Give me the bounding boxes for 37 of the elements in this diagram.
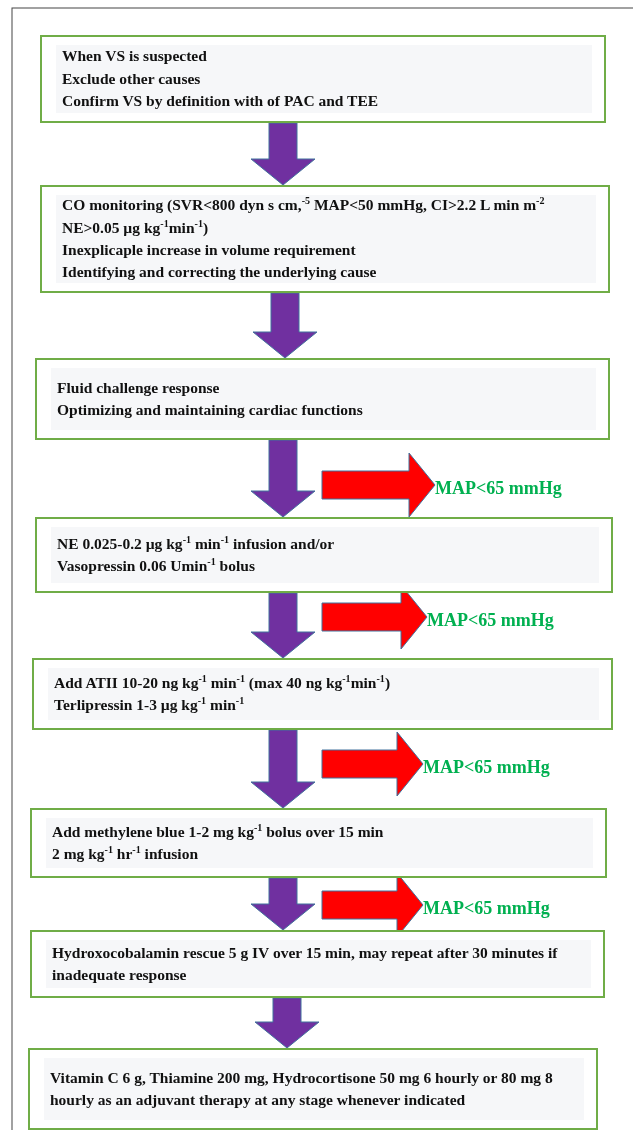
step-text: CO monitoring (SVR<800 dyn s cm,$^{-5}$ MAP<50 mmHg, CI>2.2 L min m$^{-2}$ NE>0.05 µg kg$^{-1}$min$^{-1}$) bbox=[62, 194, 546, 238]
step-text: 2 mg kg$^{-1}$ hr$^{-1}$ infusion bbox=[52, 843, 199, 864]
step-text: Optimizing and maintaining cardiac functions bbox=[57, 400, 364, 420]
step-text: NE 0.025-0.2 µg kg$^{-1}$ min$^{-1}$ infusion and/or bbox=[57, 532, 336, 554]
condition-text: MAP<65 mmHg bbox=[423, 756, 550, 778]
step-text: Vasopressin 0.06 Umin$^{-1}$ bolus bbox=[57, 555, 256, 576]
step-text: Exclude other causes bbox=[62, 68, 202, 89]
block-arrow bbox=[250, 877, 316, 931]
block-arrow bbox=[321, 452, 436, 518]
step-box bbox=[40, 185, 610, 293]
condition-text: MAP<65 mmHg bbox=[423, 897, 550, 919]
block-arrow bbox=[250, 122, 316, 186]
block-arrow bbox=[250, 592, 316, 659]
step-box bbox=[35, 358, 610, 440]
step-text: Fluid challenge response bbox=[57, 377, 221, 398]
block-arrow bbox=[250, 729, 316, 809]
step-text: Hydroxocobalamin rescue 5 g IV over 15 min, may repeat after 30 minutes if inadequate response bbox=[52, 942, 559, 985]
block-arrow bbox=[250, 439, 316, 518]
step-text: Confirm VS by definition with of PAC and TEE bbox=[62, 91, 380, 112]
step-text: Identifying and correcting the underlying cause bbox=[62, 262, 378, 283]
step-box bbox=[30, 930, 605, 998]
step-text: When VS is suspected bbox=[62, 46, 208, 67]
step-text: Add ATII 10-20 ng kg$^{-1}$ min$^{-1}$ (max 40 ng kg$^{-1}$min$^{-1}$) bbox=[54, 671, 392, 693]
block-arrow bbox=[321, 731, 424, 797]
step-box bbox=[35, 517, 613, 593]
condition-text: MAP<65 mmHg bbox=[435, 477, 562, 499]
step-box bbox=[28, 1048, 598, 1130]
step-box bbox=[30, 808, 607, 878]
step-box bbox=[32, 658, 613, 730]
step-text: Inexplicaple increase in volume requirement bbox=[62, 240, 357, 260]
step-text: Vitamin C 6 g, Thiamine 200 mg, Hydrocortisone 50 mg 6 hourly or 80 mg 8 hourly as an adjuvant therapy at any stage whenever indicated bbox=[50, 1067, 554, 1110]
block-arrow bbox=[252, 292, 318, 359]
block-arrow bbox=[254, 997, 320, 1049]
step-text: Add methylene blue 1-2 mg kg$^{-1}$ bolus over 15 min bbox=[52, 820, 385, 842]
step-box bbox=[40, 35, 606, 123]
step-text: Terlipressin 1-3 µg kg$^{-1}$ min$^{-1}$ bbox=[54, 694, 246, 715]
condition-text: MAP<65 mmHg bbox=[427, 609, 554, 631]
